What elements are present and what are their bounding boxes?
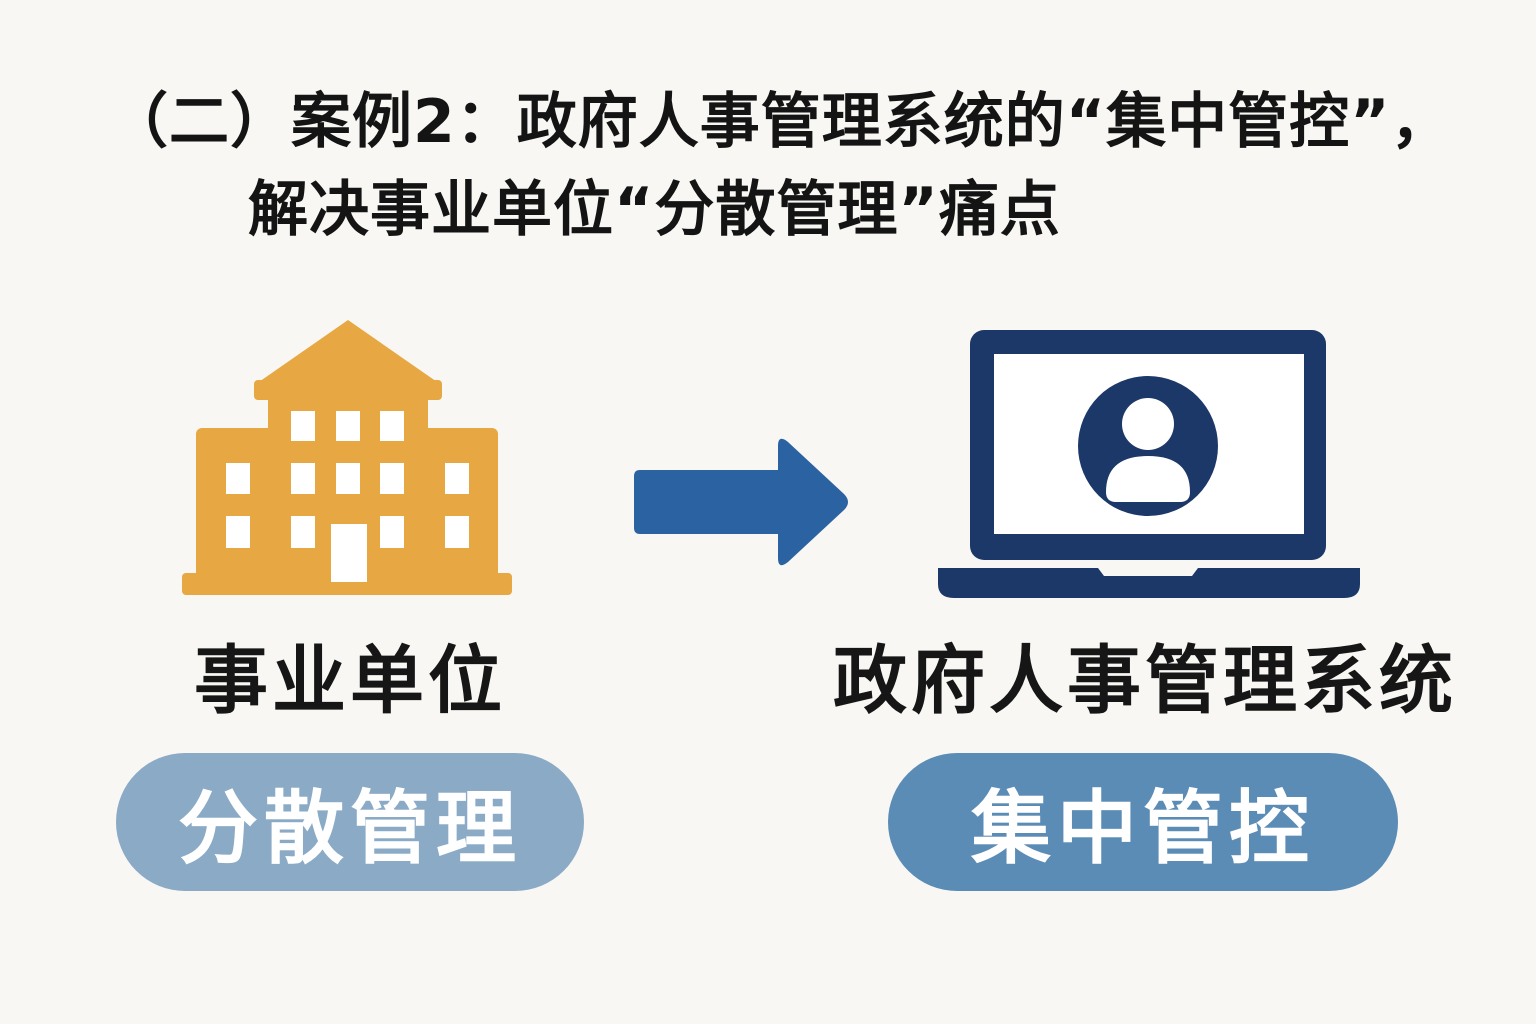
- tag-decentralized-management: 分散管理: [116, 753, 584, 891]
- tag-centralized-control: 集中管控: [888, 753, 1398, 891]
- arrow-right-icon: [634, 438, 848, 566]
- page-title-line-2: 解决事业单位“分散管理”痛点: [248, 175, 1061, 245]
- tag-decentralized-label: 分散管理: [178, 782, 522, 875]
- page-title-line-1: （二）案例2：政府人事管理系统的“集中管控”，: [108, 87, 1452, 157]
- laptop-user-icon: [938, 330, 1360, 598]
- node-label-hr-system: 政府人事管理系统: [833, 638, 1457, 724]
- node-label-institution: 事业单位: [194, 638, 506, 724]
- building-icon: [182, 320, 512, 595]
- tag-centralized-label: 集中管控: [971, 782, 1315, 875]
